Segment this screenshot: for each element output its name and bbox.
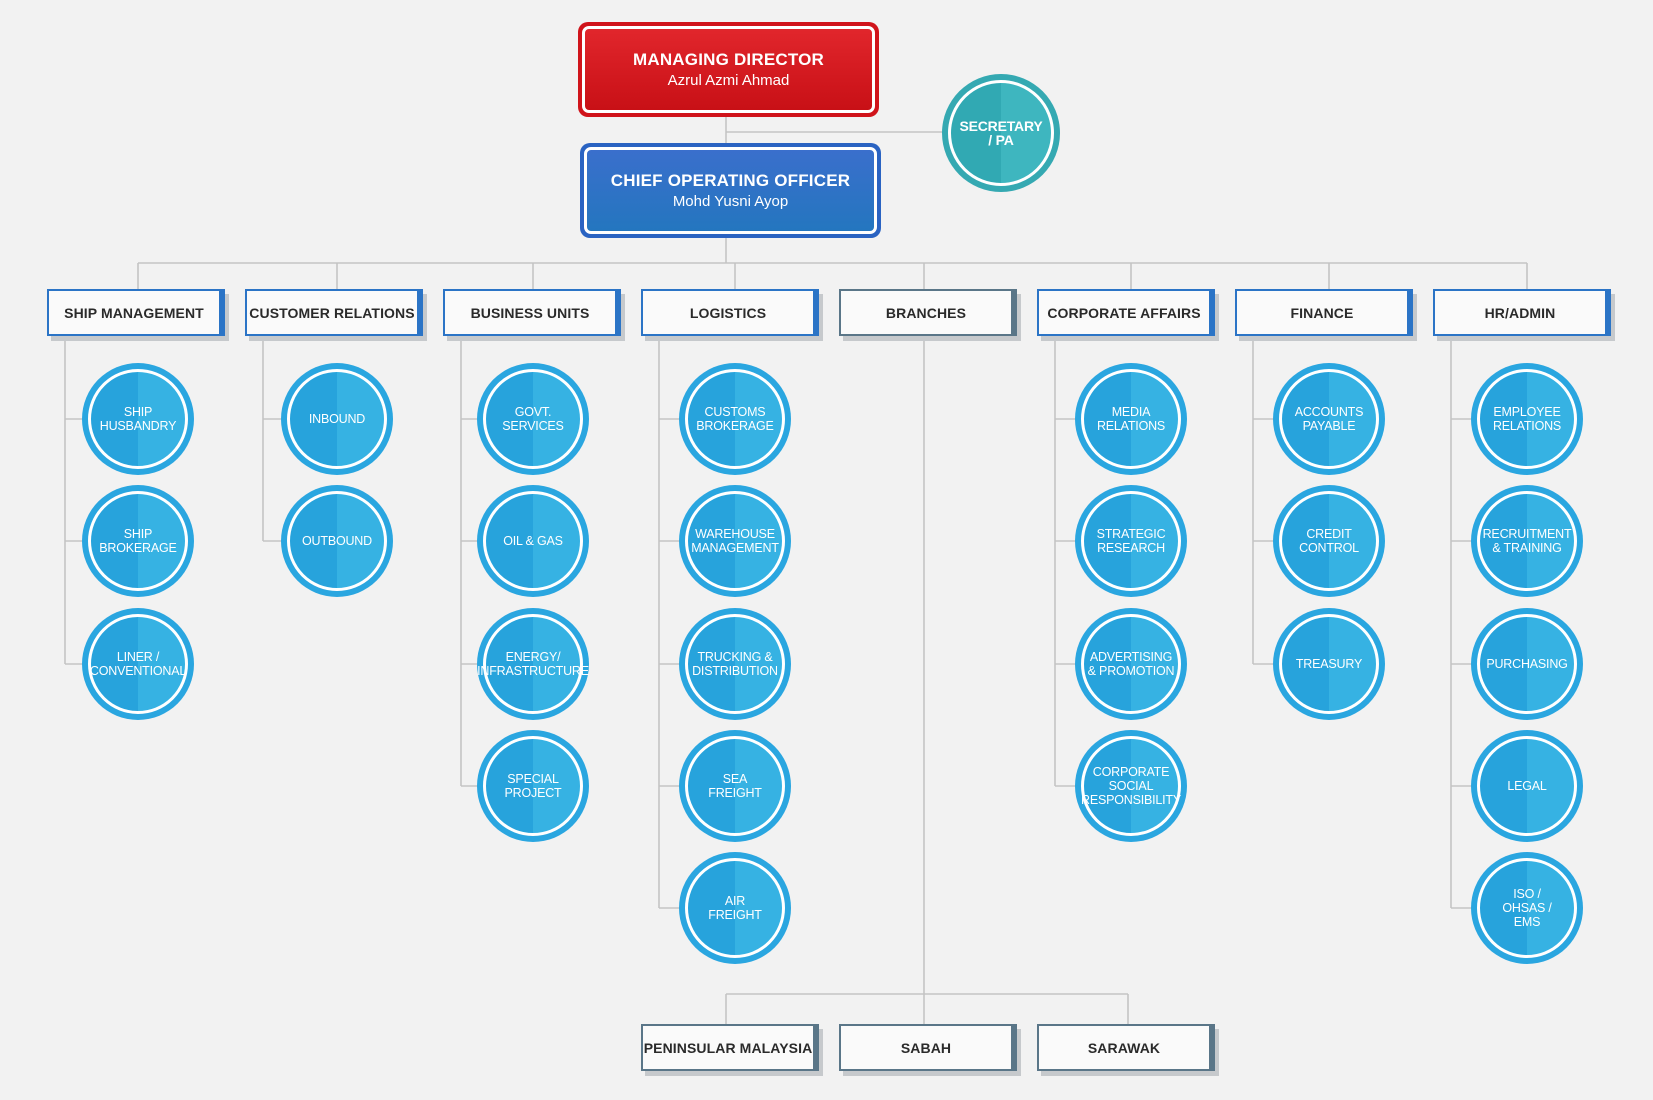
unit-label: SHIP HUSBANDRY <box>88 369 188 469</box>
unit-label: GOVT. SERVICES <box>483 369 583 469</box>
unit-label: WAREHOUSE MANAGEMENT <box>685 491 785 591</box>
unit-employee-relations: EMPLOYEE RELATIONS <box>1473 365 1581 473</box>
coo-title: CHIEF OPERATING OFFICER <box>610 171 851 190</box>
unit-media-relations: MEDIA RELATIONS <box>1077 365 1185 473</box>
unit-govt-services: GOVT. SERVICES <box>479 365 587 473</box>
unit-label: ISO / OHSAS / EMS <box>1477 858 1577 958</box>
unit-accounts-payable: ACCOUNTS PAYABLE <box>1275 365 1383 473</box>
unit-label: TREASURY <box>1279 614 1379 714</box>
unit-label: CUSTOMS BROKERAGE <box>685 369 785 469</box>
department-business-units: BUSINESS UNITS <box>443 289 621 336</box>
unit-trucking-distribution: TRUCKING & DISTRIBUTION <box>681 610 789 718</box>
unit-label: ACCOUNTS PAYABLE <box>1279 369 1379 469</box>
unit-label: SHIP BROKERAGE <box>88 491 188 591</box>
unit-ship-husbandry: SHIP HUSBANDRY <box>84 365 192 473</box>
unit-sea-freight: SEA FREIGHT <box>681 732 789 840</box>
branch-peninsular-malaysia: PENINSULAR MALAYSIA <box>641 1024 819 1071</box>
unit-label: PURCHASING <box>1477 614 1577 714</box>
unit-label: INBOUND <box>287 369 387 469</box>
unit-legal: LEGAL <box>1473 732 1581 840</box>
branch-sabah: SABAH <box>839 1024 1017 1071</box>
unit-label: LEGAL <box>1477 736 1577 836</box>
managing-director-name: Azrul Azmi Ahmad <box>667 72 790 89</box>
department-customer-relations: CUSTOMER RELATIONS <box>245 289 423 336</box>
unit-label: RECRUITMENT & TRAINING <box>1477 491 1577 591</box>
managing-director-box: MANAGING DIRECTOR Azrul Azmi Ahmad <box>578 22 879 117</box>
managing-director-title: MANAGING DIRECTOR <box>632 50 825 69</box>
unit-label: SPECIAL PROJECT <box>483 736 583 836</box>
unit-label: AIR FREIGHT <box>685 858 785 958</box>
unit-label: STRATEGIC RESEARCH <box>1081 491 1181 591</box>
unit-label: LINER / CONVENTIONAL <box>88 614 188 714</box>
unit-special-project: SPECIAL PROJECT <box>479 732 587 840</box>
unit-label: MEDIA RELATIONS <box>1081 369 1181 469</box>
unit-corporate-social-responsibility: CORPORATE SOCIAL RESPONSIBILITY <box>1077 732 1185 840</box>
department-branches: BRANCHES <box>839 289 1017 336</box>
unit-oil-gas: OIL & GAS <box>479 487 587 595</box>
department-corporate-affairs: CORPORATE AFFAIRS <box>1037 289 1215 336</box>
unit-credit-control: CREDIT CONTROL <box>1275 487 1383 595</box>
unit-purchasing: PURCHASING <box>1473 610 1581 718</box>
unit-label: OIL & GAS <box>483 491 583 591</box>
unit-outbound: OUTBOUND <box>283 487 391 595</box>
unit-label: EMPLOYEE RELATIONS <box>1477 369 1577 469</box>
department-logistics: LOGISTICS <box>641 289 819 336</box>
unit-label: ADVERTISING & PROMOTION <box>1081 614 1181 714</box>
unit-label: SEA FREIGHT <box>685 736 785 836</box>
coo-name: Mohd Yusni Ayop <box>672 193 789 210</box>
branch-sarawak: SARAWAK <box>1037 1024 1215 1071</box>
unit-strategic-research: STRATEGIC RESEARCH <box>1077 487 1185 595</box>
unit-treasury: TREASURY <box>1275 610 1383 718</box>
unit-ship-brokerage: SHIP BROKERAGE <box>84 487 192 595</box>
unit-air-freight: AIR FREIGHT <box>681 854 789 962</box>
department-ship-management: SHIP MANAGEMENT <box>47 289 225 336</box>
department-finance: FINANCE <box>1235 289 1413 336</box>
unit-label: CORPORATE SOCIAL RESPONSIBILITY <box>1081 736 1181 836</box>
coo-box: CHIEF OPERATING OFFICER Mohd Yusni Ayop <box>580 143 881 238</box>
unit-inbound: INBOUND <box>283 365 391 473</box>
unit-iso-ohsas-ems: ISO / OHSAS / EMS <box>1473 854 1581 962</box>
secretary-circle: SECRETARY / PA <box>944 76 1058 190</box>
unit-energy-infrastructure: ENERGY/ INFRASTRUCTURE <box>477 610 589 718</box>
unit-label: CREDIT CONTROL <box>1279 491 1379 591</box>
unit-label: OUTBOUND <box>287 491 387 591</box>
unit-recruitment-training: RECRUITMENT & TRAINING <box>1473 487 1581 595</box>
unit-warehouse-management: WAREHOUSE MANAGEMENT <box>681 487 789 595</box>
unit-customs-brokerage: CUSTOMS BROKERAGE <box>681 365 789 473</box>
unit-advertising-promotion: ADVERTISING & PROMOTION <box>1077 610 1185 718</box>
unit-label: ENERGY/ INFRASTRUCTURE <box>477 614 589 714</box>
unit-liner-conventional: LINER / CONVENTIONAL <box>84 610 192 718</box>
department-hr-admin: HR/ADMIN <box>1433 289 1611 336</box>
secretary-label: SECRETARY / PA <box>948 80 1054 186</box>
unit-label: TRUCKING & DISTRIBUTION <box>685 614 785 714</box>
